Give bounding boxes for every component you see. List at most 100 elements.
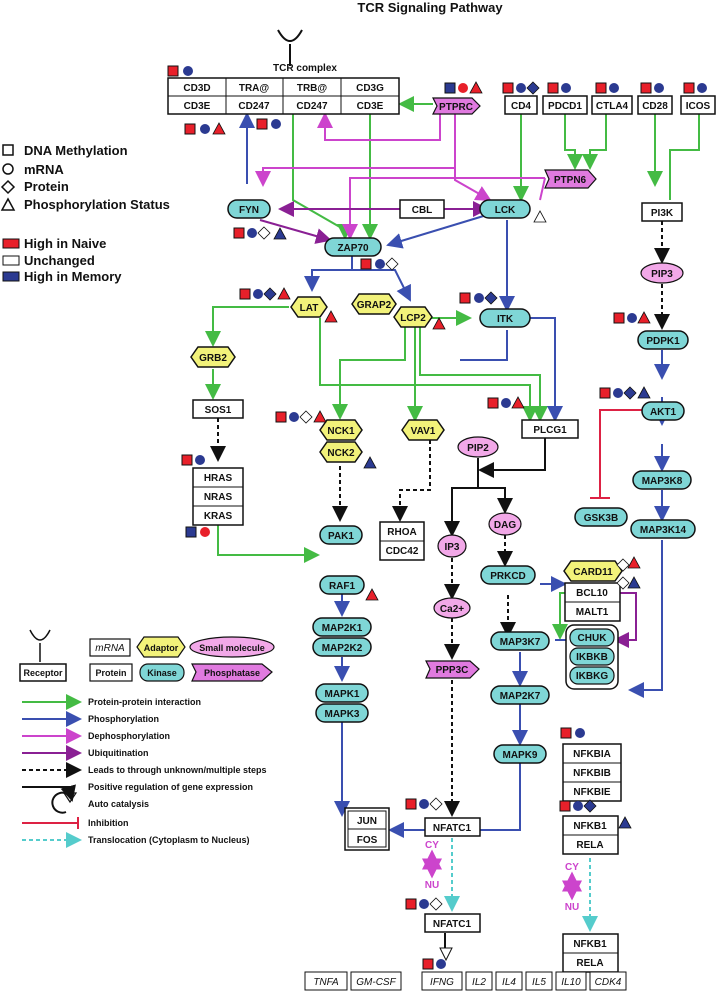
node-ikk-complex[interactable]: CHUK IKBKB IKBKG — [565, 624, 619, 690]
node-lat[interactable]: LAT — [290, 296, 328, 318]
node-nck2[interactable]: NCK2 — [319, 441, 363, 463]
node-ras-stack[interactable]: HRAS NRAS KRAS — [192, 467, 244, 526]
tcr-cell: CD3E — [184, 101, 211, 112]
node-nck1[interactable]: NCK1 — [319, 419, 363, 441]
tcr-complex[interactable]: TCR complex CD3D TRA@ TRB@ CD3G CD3E CD2… — [167, 63, 400, 115]
node-sos1[interactable]: SOS1 — [192, 399, 244, 419]
svg-text:PI3K: PI3K — [651, 208, 674, 219]
svg-text:NFATC1: NFATC1 — [433, 823, 472, 834]
node-nfkb1-nu: NFKB1 — [573, 939, 607, 950]
node-jun-fos[interactable]: JUN FOS — [344, 807, 390, 851]
nodes: CD4 PDCD1 CTLA4 CD28 ICOS CBL PI3K SOS1 … — [190, 95, 716, 973]
node-ptpn6[interactable]: PTPN6 — [544, 169, 597, 189]
page-title: TCR Signaling Pathway — [357, 0, 503, 15]
square-icon — [2, 144, 14, 156]
node-dag[interactable]: DAG — [488, 512, 522, 536]
node-grb2[interactable]: GRB2 — [190, 346, 236, 368]
triangle-icon — [0, 197, 16, 211]
node-bcl10: BCL10 — [576, 588, 608, 599]
node-map2k7[interactable]: MAP2K7 — [490, 685, 550, 705]
node-akt1[interactable]: AKT1 — [641, 401, 685, 421]
svg-text:MAP3K7: MAP3K7 — [500, 637, 541, 648]
node-pdpk1[interactable]: PDPK1 — [637, 330, 689, 350]
memory-swatch — [2, 271, 20, 282]
node-mapk9[interactable]: MAPK9 — [493, 744, 547, 764]
node-map3k7[interactable]: MAP3K7 — [490, 631, 550, 651]
svg-text:DAG: DAG — [494, 520, 516, 531]
node-card11[interactable]: CARD11 — [563, 560, 623, 582]
svg-text:CD28: CD28 — [642, 101, 668, 112]
svg-text:LCK: LCK — [495, 205, 516, 216]
node-ip3[interactable]: IP3 — [437, 534, 467, 558]
legend-arrow: Phosphorylation — [88, 714, 159, 724]
node-cdc42: CDC42 — [386, 546, 419, 557]
legend-arrow: Inhibition — [88, 818, 129, 828]
node-raf1[interactable]: RAF1 — [319, 575, 365, 595]
node-cbl[interactable]: CBL — [399, 199, 445, 219]
svg-text:PRKCD: PRKCD — [490, 571, 526, 582]
nu-label: NU — [425, 880, 439, 891]
node-map2k1[interactable]: MAP2K1 — [312, 617, 372, 637]
node-plcg1[interactable]: PLCG1 — [521, 419, 579, 439]
node-nfkb-cy[interactable]: NFKB1 RELA — [562, 815, 619, 855]
node-nfatc1-nu[interactable]: NFATC1 — [424, 913, 481, 933]
svg-text:NFATC1: NFATC1 — [433, 919, 472, 930]
node-pip3[interactable]: PIP3 — [640, 262, 684, 284]
svg-text:NCK1: NCK1 — [327, 426, 355, 437]
circle-icon — [2, 163, 14, 175]
node-map3k14[interactable]: MAP3K14 — [630, 519, 696, 539]
node-fyn[interactable]: FYN — [227, 199, 271, 219]
node-cd28[interactable]: CD28 — [637, 95, 673, 115]
node-vav1[interactable]: VAV1 — [401, 419, 445, 441]
node-nfkbi-stack[interactable]: NFKBIA NFKBIB NFKBIE — [562, 743, 622, 802]
node-nfatc1-cy[interactable]: NFATC1 — [424, 817, 481, 837]
tcr-cell: CD3G — [356, 83, 384, 94]
node-zap70[interactable]: ZAP70 — [324, 237, 382, 257]
node-lcp2[interactable]: LCP2 — [393, 306, 433, 328]
node-ptprc[interactable]: PTPRC — [432, 97, 481, 115]
node-mapk1[interactable]: MAPK1 — [315, 683, 369, 703]
node-rhoa: RHOA — [387, 527, 416, 538]
node-pi3k[interactable]: PI3K — [641, 202, 683, 222]
node-bcl10-stack[interactable]: BCL10 MALT1 — [564, 582, 621, 622]
node-gsk3b[interactable]: GSK3B — [574, 507, 628, 527]
node-rho-stack[interactable]: RHOA CDC42 — [379, 521, 425, 561]
node-pip2[interactable]: PIP2 — [457, 436, 499, 458]
node-prkcd[interactable]: PRKCD — [480, 565, 536, 585]
svg-text:IP3: IP3 — [444, 542, 459, 553]
legend-high-naive: High in Naive — [24, 236, 106, 251]
node-pdcd1[interactable]: PDCD1 — [542, 95, 588, 115]
gene-row: TNFA GM-CSF IFNG IL2 IL4 IL5 IL10 CDK4 — [304, 971, 627, 991]
svg-text:NCK2: NCK2 — [327, 448, 355, 459]
svg-text:GSK3B: GSK3B — [584, 513, 618, 524]
legend-top: DNA Methylation mRNA Protein Phosphoryla… — [0, 143, 170, 284]
legend-kinase: Kinase — [147, 668, 177, 678]
legend-arrow: Dephosphorylation — [88, 731, 170, 741]
node-ctla4[interactable]: CTLA4 — [591, 95, 633, 115]
tcr-cell: TRB@ — [297, 83, 328, 94]
node-lck[interactable]: LCK — [479, 199, 531, 219]
svg-text:PAK1: PAK1 — [328, 531, 354, 542]
legend-bottom: Receptor mRNA Adaptor Small molecule Pro… — [19, 629, 275, 848]
node-cd4[interactable]: CD4 — [504, 95, 538, 115]
node-map2k2[interactable]: MAP2K2 — [312, 637, 372, 657]
node-nfkb-nu[interactable]: NFKB1 RELA — [562, 933, 619, 973]
node-mapk3[interactable]: MAPK3 — [315, 703, 369, 723]
tcr-cell: CD3E — [357, 101, 384, 112]
node-ca2[interactable]: Ca2+ — [433, 597, 471, 619]
legend-arrow: Ubiquitination — [88, 748, 149, 758]
node-grap2[interactable]: GRAP2 — [351, 293, 397, 315]
svg-text:MAPK9: MAPK9 — [502, 750, 537, 761]
node-icos[interactable]: ICOS — [680, 95, 716, 115]
node-nras: NRAS — [204, 492, 233, 503]
node-pak1[interactable]: PAK1 — [319, 525, 363, 545]
node-ppp3c[interactable]: PPP3C — [425, 660, 480, 679]
legend-small-molecule: Small molecule — [199, 643, 265, 653]
node-map3k8[interactable]: MAP3K8 — [632, 470, 692, 490]
svg-text:PPP3C: PPP3C — [436, 665, 469, 676]
gene-box: IL5 — [532, 977, 546, 988]
node-itk[interactable]: ITK — [479, 308, 531, 328]
legend-arrow: Protein-protein interaction — [88, 697, 201, 707]
node-rela-nu: RELA — [576, 958, 603, 969]
legend-high-memory: High in Memory — [24, 269, 122, 284]
